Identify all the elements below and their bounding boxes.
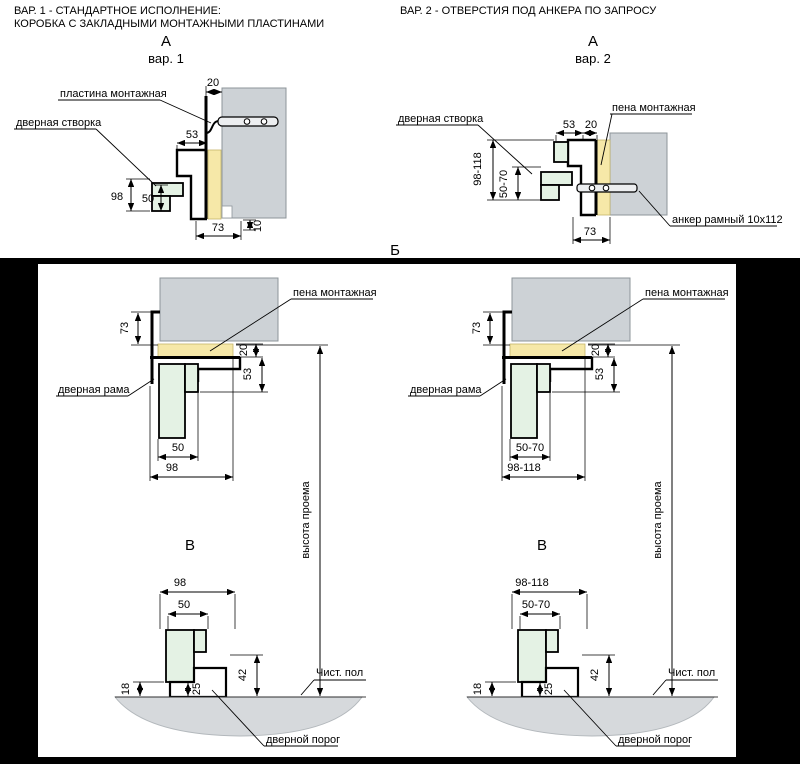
- dim-98-118-label: 98-118: [472, 152, 484, 185]
- door-leaf-section: [540, 171, 573, 186]
- dim-20-label: 20: [585, 119, 597, 131]
- dim-73-label: 73: [119, 322, 131, 334]
- title-var2: ВАР. 2 - ОТВЕРСТИЯ ПОД АНКЕРА ПО ЗАПРОСУ: [400, 5, 657, 17]
- section-a-letter-right: А: [588, 33, 598, 50]
- mounting-foam-label: пена монтажная: [612, 102, 696, 114]
- dim-53-label: 53: [242, 368, 254, 380]
- dim-42-label: 42: [237, 669, 249, 681]
- door-threshold-label: дверной порог: [266, 734, 340, 746]
- dim-50-70-label: 50-70: [516, 442, 544, 454]
- door-leaf-label: дверная створка: [398, 113, 484, 125]
- frame-tube-section: [553, 141, 569, 163]
- section-b-panel-area: пена монтажная дверная рама 73 20 53 50 …: [0, 258, 800, 764]
- section-v-letter: В: [185, 537, 195, 554]
- dim-53-label: 53: [186, 129, 198, 141]
- mounting-foam: [207, 149, 222, 220]
- plate-bend: [205, 120, 220, 134]
- frame-profile: [175, 148, 207, 221]
- var1-caption: вар. 1: [148, 51, 184, 66]
- left-column-texts: пена монтажная дверная рама 73 20 53 50 …: [58, 287, 377, 746]
- title-var1-line1: ВАР. 1 - СТАНДАРТНОЕ ИСПОЛНЕНИЕ:: [14, 5, 221, 17]
- dim-53: [176, 139, 208, 150]
- dim-98-label: 98: [166, 462, 178, 474]
- dim-18-label: 18: [120, 683, 132, 695]
- anchor-hole: [588, 184, 596, 192]
- dim-50-label: 50: [172, 442, 184, 454]
- dim-20-label: 20: [207, 77, 219, 89]
- frame-profile: [566, 138, 596, 217]
- title-var1-line2: КОРОБКА С ЗАКЛАДНЫМИ МОНТАЖНЫМИ ПЛАСТИНА…: [14, 18, 324, 30]
- opening-height-label: высота проема: [300, 480, 312, 558]
- plate-hole: [243, 118, 251, 125]
- dim-20-label: 20: [590, 344, 602, 356]
- wall: [221, 87, 287, 219]
- dim-v-98-118-label: 98-118: [515, 577, 548, 589]
- door-frame-label: дверная рама: [410, 384, 482, 396]
- dim-73: [572, 217, 611, 244]
- dim-25-label: 25: [191, 683, 203, 695]
- frame-anchor-label: анкер рамный 10х112: [672, 214, 783, 226]
- wall-notch: [221, 205, 233, 219]
- dim-v-98-label: 98: [174, 577, 186, 589]
- door-leaf-label: дверная створка: [16, 117, 102, 129]
- wall: [609, 132, 668, 216]
- door-frame-label: дверная рама: [58, 384, 130, 396]
- diagram-a-var2: 53 20 98-118 50-70 73: [396, 102, 783, 244]
- plate-leader: [58, 99, 212, 124]
- dim-18-label: 18: [472, 683, 484, 695]
- dim-73: [195, 221, 242, 240]
- dim-50-70: [512, 166, 541, 200]
- section-b-v-drawing: пена монтажная дверная рама 73 20 53 50 …: [0, 258, 800, 764]
- mounting-foam-label: пена монтажная: [293, 287, 377, 299]
- dim-98-label: 98: [111, 191, 123, 203]
- dim-98-118-label: 98-118: [507, 462, 540, 474]
- clean-floor-label: Чист. пол: [668, 667, 715, 679]
- anchor-hole: [602, 184, 610, 192]
- dim-25-label: 25: [543, 683, 555, 695]
- dim-20: [583, 129, 598, 141]
- mounting-foam-label: пена монтажная: [645, 287, 729, 299]
- anchor-leader: [638, 190, 777, 227]
- mounting-plate-label: пластина монтажная: [60, 88, 167, 100]
- dim-73-label: 73: [471, 322, 483, 334]
- dim-53-label: 53: [594, 368, 606, 380]
- door-threshold-label: дверной порог: [618, 734, 692, 746]
- dim-53-label: 53: [563, 119, 575, 131]
- section-b-letter: Б: [390, 242, 400, 258]
- dim-73-label: 73: [212, 222, 224, 234]
- dim-42-label: 42: [589, 669, 601, 681]
- diagram-a-var1: 20 53 98 50 73: [14, 77, 287, 240]
- section-v-letter: В: [537, 537, 547, 554]
- mounting-foam: [596, 139, 611, 216]
- dim-v-50-70-label: 50-70: [522, 599, 550, 611]
- door-leaf-step: [540, 184, 560, 201]
- leaf-leader: [14, 128, 157, 187]
- plate-hole: [260, 118, 268, 125]
- white-panel: [38, 264, 736, 757]
- var2-caption: вар. 2: [575, 51, 611, 66]
- dim-98: [126, 178, 150, 212]
- right-column-texts: пена монтажная дверная рама 73 20 53 50-…: [410, 287, 729, 746]
- dim-50: [155, 184, 168, 211]
- section-a-letter-left: А: [161, 33, 171, 50]
- dim-73-label: 73: [584, 226, 596, 238]
- dim-20-label: 20: [238, 344, 250, 356]
- foam-leader: [600, 113, 692, 166]
- dim-v-50-label: 50: [178, 599, 190, 611]
- opening-height-label: высота проема: [652, 480, 664, 558]
- dim-98-118: [487, 139, 554, 201]
- dim-10-label: 10: [252, 220, 264, 232]
- section-a-drawing: ВАР. 1 - СТАНДАРТНОЕ ИСПОЛНЕНИЕ: КОРОБКА…: [14, 5, 783, 258]
- dim-10: [243, 219, 256, 231]
- leaf-leader: [396, 124, 533, 175]
- dim-50-label: 50: [142, 193, 154, 205]
- dim-20: [205, 86, 222, 97]
- dim-50-70-label: 50-70: [498, 170, 510, 198]
- clean-floor-label: Чист. пол: [316, 667, 363, 679]
